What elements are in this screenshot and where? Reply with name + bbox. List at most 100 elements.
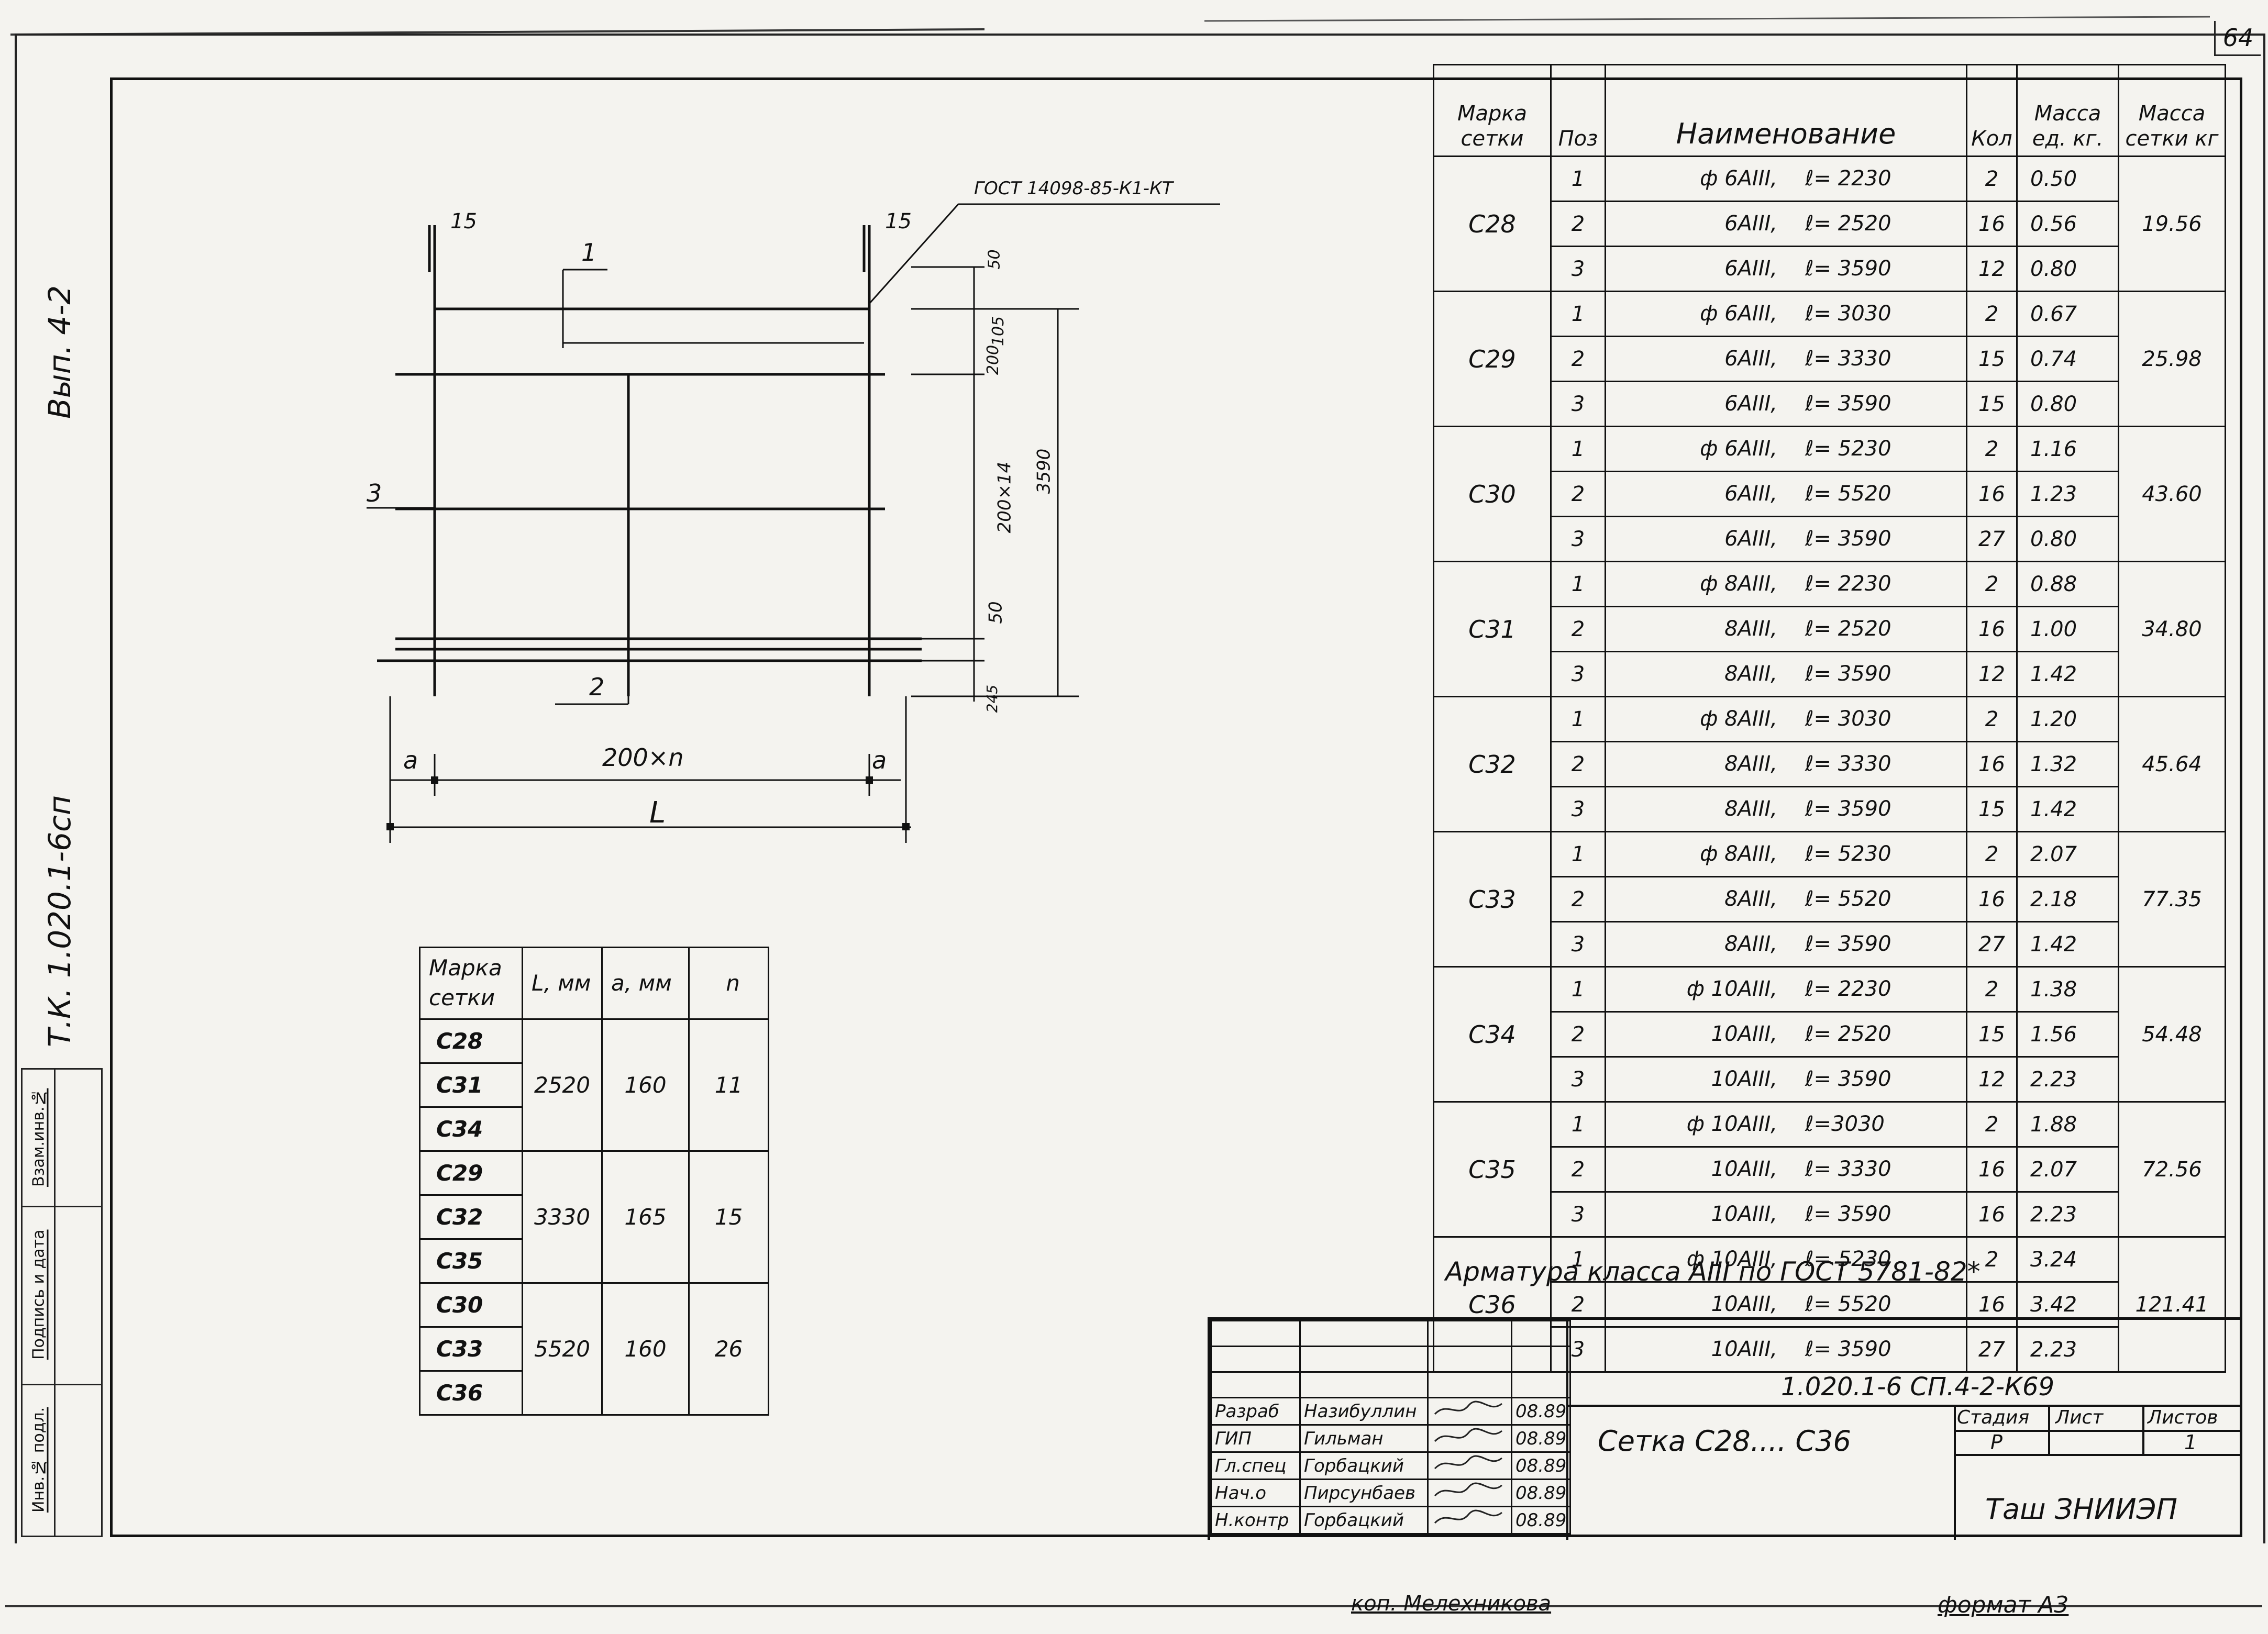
handwritten-signature: [1434, 1428, 1502, 1442]
dim-200n: 200×n: [602, 743, 684, 772]
spec-mesh-mass: 54.48: [2118, 966, 2226, 1103]
spec-mesh-mark: С34: [1433, 966, 1552, 1103]
spec-position: 1: [1550, 966, 1606, 1013]
spec-bar-diameter: 6АIII,: [1724, 257, 1777, 281]
spec-bar-name: 10АIII,ℓ= 5520: [1605, 1281, 1967, 1328]
spec-position: 2: [1550, 606, 1606, 652]
params-a: 160: [601, 1018, 690, 1152]
spec-quantity: 27: [1966, 921, 2018, 968]
spec-bar-name: ф 6АIII,ℓ= 2230: [1605, 155, 1967, 202]
spec-quantity: 16: [1966, 876, 2018, 922]
spec-bar-diameter: ф 6АIII,: [1700, 302, 1777, 326]
signature-blank-row: [1210, 1346, 1572, 1373]
spec-quantity: 16: [1966, 471, 2018, 517]
signer-signature: [1427, 1451, 1512, 1480]
stage-label: Стадия: [1957, 1407, 2030, 1428]
spec-mesh-mark: С29: [1433, 291, 1552, 427]
params-header-n: n: [688, 947, 769, 1020]
spec-quantity: 16: [1966, 1281, 2018, 1328]
position-2-label: 2: [589, 673, 605, 701]
params-row: С32: [419, 1194, 769, 1240]
spec-position: 3: [1550, 921, 1606, 968]
params-mesh-mark: С33: [419, 1326, 523, 1372]
spec-quantity: 15: [1966, 786, 2018, 832]
spec-quantity: 2: [1966, 561, 2018, 607]
spec-quantity: 16: [1966, 1191, 2018, 1238]
signer-signature: [1427, 1506, 1512, 1535]
spec-unit-mass: 1.42: [2016, 786, 2119, 832]
spec-unit-mass: 1.00: [2016, 606, 2119, 652]
params-mesh-mark: С32: [419, 1194, 523, 1240]
params-a: 165: [601, 1150, 690, 1284]
spec-mesh-mark: С32: [1433, 696, 1552, 832]
gost-note: ГОСТ 14098-85-К1-КТ: [974, 178, 1173, 199]
spec-bar-diameter: ф 8АIII,: [1700, 572, 1777, 596]
params-header-row: Марка сетки L, мм a, мм n: [419, 947, 769, 1020]
spec-quantity: 16: [1966, 741, 2018, 787]
dim-15-right: 15: [885, 209, 912, 234]
spec-mesh-mass: 19.56: [2118, 155, 2226, 292]
dim-length: L: [649, 796, 666, 830]
spec-bar-diameter: 6АIII,: [1724, 347, 1777, 371]
spec-quantity: 16: [1966, 606, 2018, 652]
params-row: С36: [419, 1370, 769, 1416]
spec-bar-diameter: 8АIII,: [1724, 797, 1777, 821]
spec-position: 1: [1550, 1236, 1606, 1283]
spec-bar-length: ℓ= 5230: [1805, 1247, 1891, 1271]
spec-unit-mass: 1.20: [2016, 696, 2119, 742]
params-header-mark: Марка сетки: [419, 947, 523, 1020]
spec-position: 3: [1550, 1191, 1606, 1238]
spec-quantity: 16: [1966, 1146, 2018, 1193]
spec-bar-diameter: 8АIII,: [1724, 932, 1777, 956]
dim-a-left: a: [403, 746, 418, 774]
spec-bar-diameter: ф 6АIII,: [1700, 166, 1777, 191]
spec-bar-name: ф 6АIII,ℓ= 3030: [1605, 291, 1967, 337]
signer-name: Гильман: [1299, 1424, 1429, 1453]
params-mesh-mark: С35: [419, 1238, 523, 1284]
params-row: С31: [419, 1062, 769, 1108]
spec-bar-length: ℓ= 3330: [1805, 1157, 1891, 1181]
spec-bar-diameter: 10АIII,: [1711, 1067, 1777, 1091]
params-mesh-mark: С31: [419, 1062, 523, 1108]
spec-bar-name: 6АIII,ℓ= 3590: [1605, 246, 1967, 292]
signer-role: Н.контр: [1210, 1506, 1301, 1535]
params-a: 160: [601, 1282, 690, 1416]
spec-bar-length: ℓ= 5520: [1805, 1292, 1891, 1316]
params-n: 11: [688, 1018, 769, 1152]
spec-header-name: Наименование: [1605, 64, 1967, 157]
spec-bar-name: 10АIII,ℓ= 3590: [1605, 1056, 1967, 1103]
spec-bar-diameter: 8АIII,: [1724, 887, 1777, 911]
spec-bar-name: 10АIII,ℓ= 3590: [1605, 1326, 1967, 1373]
spec-unit-mass: 3.24: [2016, 1236, 2119, 1283]
params-length: 5520: [522, 1282, 603, 1416]
spec-quantity: 12: [1966, 651, 2018, 697]
spec-bar-diameter: 6АIII,: [1724, 212, 1777, 236]
spec-bar-diameter: ф 6АIII,: [1700, 437, 1777, 461]
spec-position: 1: [1550, 831, 1606, 877]
signer-role: Разраб: [1210, 1397, 1301, 1426]
spec-bar-name: 10АIII,ℓ= 3330: [1605, 1146, 1967, 1193]
signer-role: ГИП: [1210, 1424, 1301, 1453]
position-3-label: 3: [367, 479, 382, 507]
spec-position: 1: [1550, 1101, 1606, 1148]
params-mesh-mark: С28: [419, 1018, 523, 1064]
spec-bar-diameter: ф 10АIII,: [1686, 1247, 1777, 1271]
spec-bar-name: ф 10АIII,ℓ= 2230: [1605, 966, 1967, 1013]
spec-bar-length: ℓ= 2520: [1805, 212, 1891, 236]
spec-bar-diameter: 8АIII,: [1724, 617, 1777, 641]
spec-position: 3: [1550, 651, 1606, 697]
